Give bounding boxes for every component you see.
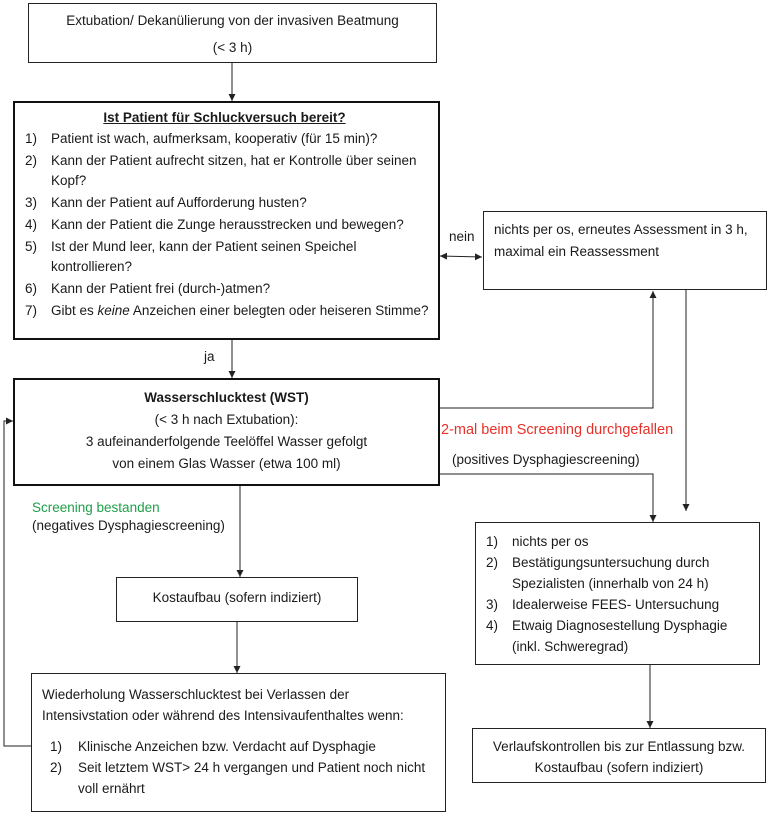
box-followup: Verlaufskontrollen bis zur Entlassung bz… bbox=[472, 728, 766, 783]
label-screening-passed: Screening bestanden bbox=[32, 500, 160, 515]
readiness-item: 3)Kann der Patient auf Aufforderung hust… bbox=[25, 195, 307, 210]
arrow-nein-bidirectional bbox=[439, 252, 483, 261]
label-nein: nein bbox=[449, 229, 475, 244]
box-repeat-wst: Wiederholung Wasserschlucktest bei Verla… bbox=[31, 673, 446, 812]
label-negative-screening: (negatives Dysphagiescreening) bbox=[32, 518, 225, 533]
reassessment-text: nichts per os, erneutes Assessment in 3 … bbox=[494, 222, 748, 259]
specialist-item: 3)Idealerweise FEES- Untersuchung bbox=[486, 597, 720, 612]
arrow-repeat-loop-to-wst bbox=[3, 417, 31, 747]
box-extubation: Extubation/ Dekanülierung von der invasi… bbox=[28, 3, 437, 63]
box-kostaufbau: Kostaufbau (sofern indiziert) bbox=[116, 577, 358, 622]
box-wst: Wasserschlucktest (WST) (< 3 h nach Extu… bbox=[13, 378, 440, 486]
readiness-title: Ist Patient für Schluckversuch bereit? bbox=[103, 110, 346, 125]
box-reassessment: nichts per os, erneutes Assessment in 3 … bbox=[483, 211, 767, 290]
readiness-item: 4)Kann der Patient die Zunge herausstrec… bbox=[25, 217, 404, 232]
specialist-list: 1)nichts per os 2)Bestätigungsuntersuchu… bbox=[476, 531, 751, 657]
repeat-list: 1)Klinische Anzeichen bzw. Verdacht auf … bbox=[42, 736, 437, 799]
extubation-line1: Extubation/ Dekanülierung von der invasi… bbox=[66, 13, 399, 28]
readiness-item: 6)Kann der Patient frei (durch-)atmen? bbox=[25, 281, 271, 296]
readiness-item: 2)Kann der Patient aufrecht sitzen, hat … bbox=[25, 153, 417, 188]
followup-text: Verlaufskontrollen bis zur Entlassung bz… bbox=[492, 739, 746, 775]
specialist-item: 2)Bestätigungsuntersuchung durch Spezial… bbox=[486, 555, 710, 591]
label-failed-twice: 2-mal beim Screening durchgefallen bbox=[441, 422, 674, 438]
arrow-wst-to-reassess bbox=[440, 291, 657, 409]
readiness-item: 5)Ist der Mund leer, kann der Patient se… bbox=[25, 239, 357, 274]
label-ja: ja bbox=[204, 349, 215, 364]
repeat-item: 1)Klinische Anzeichen bzw. Verdacht auf … bbox=[50, 739, 376, 754]
kostaufbau-text: Kostaufbau (sofern indiziert) bbox=[152, 590, 322, 605]
readiness-item: 7)Gibt es keine Anzeichen einer belegten… bbox=[25, 303, 429, 318]
arrow-wst-to-specialist bbox=[440, 473, 657, 522]
box-readiness: Ist Patient für Schluckversuch bereit? 1… bbox=[13, 101, 440, 340]
readiness-item: 1)Patient ist wach, aufmerksam, kooperat… bbox=[25, 131, 378, 146]
extubation-line2: (< 3 h) bbox=[212, 40, 253, 55]
box-specialist: 1)nichts per os 2)Bestätigungsuntersuchu… bbox=[475, 522, 760, 665]
wst-title: Wasserschlucktest (WST) bbox=[144, 390, 309, 405]
readiness-list: 1)Patient ist wach, aufmerksam, kooperat… bbox=[15, 129, 434, 321]
label-positive-screening: (positives Dysphagiescreening) bbox=[452, 452, 640, 467]
wst-line2: 3 aufeinanderfolgende Teelöffel Wasser g… bbox=[85, 434, 368, 449]
wst-line3: von einem Glas Wasser (etwa 100 ml) bbox=[112, 456, 341, 471]
repeat-text: Wiederholung Wasserschlucktest bei Verla… bbox=[42, 687, 404, 723]
wst-line1: (< 3 h nach Extubation): bbox=[154, 412, 299, 427]
specialist-item: 1)nichts per os bbox=[486, 534, 589, 549]
specialist-item: 4)Etwaig Diagnosestellung Dysphagie (ink… bbox=[486, 618, 728, 654]
repeat-item: 2)Seit letztem WST> 24 h vergangen und P… bbox=[50, 760, 426, 796]
